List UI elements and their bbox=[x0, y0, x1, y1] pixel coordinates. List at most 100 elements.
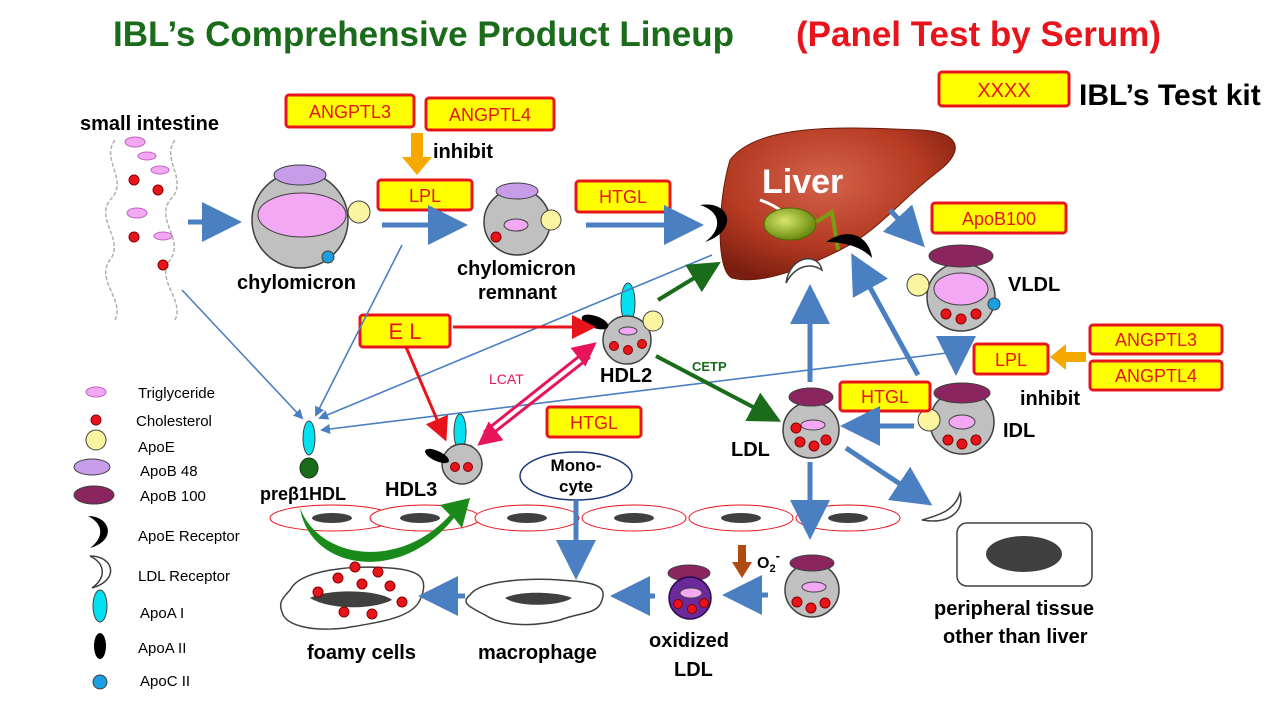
monocyte-label-1: Mono- bbox=[551, 456, 602, 475]
ldl-receptor-peripheral bbox=[921, 490, 962, 522]
kit-htgl-top: HTGL bbox=[574, 179, 672, 214]
svg-text:ANGPTL4: ANGPTL4 bbox=[1115, 366, 1197, 386]
legend-apoe-receptor-icon bbox=[88, 516, 108, 548]
inhibit-label-top: inhibit bbox=[433, 141, 493, 163]
legend-triglyceride-icon bbox=[85, 386, 107, 398]
vldl-label: VLDL bbox=[1008, 274, 1060, 296]
small-intestine bbox=[104, 139, 178, 321]
page-subtitle: (Panel Test by Serum) bbox=[796, 15, 1161, 54]
small-intestine-label: small intestine bbox=[80, 113, 219, 135]
arrows-green bbox=[655, 261, 782, 422]
vldl-particle bbox=[906, 244, 1001, 332]
kit-lpl-right: LPL bbox=[972, 342, 1050, 376]
legend-label: ApoA I bbox=[140, 605, 184, 622]
kit-apob100: ApoB100 bbox=[930, 201, 1068, 235]
ldl-particle bbox=[782, 387, 840, 459]
cetp-label: CETP bbox=[692, 359, 727, 374]
lcat-label: LCAT bbox=[489, 371, 524, 387]
legend-cholesterol-icon bbox=[90, 414, 102, 426]
chylomicron-remnant-label-1: chylomicron bbox=[457, 258, 576, 280]
foamy-cell bbox=[279, 561, 425, 630]
kit-angptl4-right: ANGPTL4 bbox=[1088, 359, 1224, 392]
legend-apob48-icon bbox=[73, 458, 111, 476]
svg-text:HTGL: HTGL bbox=[570, 413, 618, 433]
svg-text:ANGPTL3: ANGPTL3 bbox=[309, 102, 391, 122]
svg-text:ANGPTL3: ANGPTL3 bbox=[1115, 330, 1197, 350]
macrophage-cell bbox=[465, 578, 604, 626]
key-kit-box-label: XXXX bbox=[977, 80, 1030, 102]
kit-angptl3-top: ANGPTL3 bbox=[284, 93, 416, 129]
page-title: IBL’s Comprehensive Product Lineup bbox=[113, 15, 734, 54]
legend-label: ApoA II bbox=[138, 640, 186, 657]
legend-label: Cholesterol bbox=[136, 413, 212, 430]
key-kit-box: XXXX bbox=[937, 70, 1071, 108]
svg-text:HTGL: HTGL bbox=[599, 187, 647, 207]
arrows-blue-thin bbox=[181, 244, 956, 434]
kit-angptl4-top: ANGPTL4 bbox=[424, 96, 556, 132]
hdl3-particle bbox=[425, 413, 483, 485]
monocyte-label-2: cyte bbox=[559, 477, 593, 496]
arrow-green-prebeta-to-hdl3 bbox=[300, 498, 470, 562]
svg-text:LPL: LPL bbox=[995, 350, 1027, 370]
idl-particle bbox=[917, 382, 995, 455]
macrophage-label: macrophage bbox=[478, 642, 597, 664]
hdl2-particle bbox=[581, 282, 664, 365]
idl-label: IDL bbox=[1003, 420, 1035, 442]
apoe-receptor-liver-right bbox=[826, 234, 872, 258]
arrows-red bbox=[404, 315, 596, 442]
legend-label: ApoE Receptor bbox=[138, 528, 240, 545]
legend-label: LDL Receptor bbox=[138, 568, 230, 585]
inhibit-label-right: inhibit bbox=[1020, 388, 1080, 410]
legend-apoa1-icon bbox=[92, 589, 108, 623]
svg-text:ANGPTL4: ANGPTL4 bbox=[449, 105, 531, 125]
arrow-orange-inhibit-right bbox=[1050, 344, 1086, 370]
legend-apoe-icon bbox=[85, 429, 107, 451]
svg-text:HTGL: HTGL bbox=[861, 387, 909, 407]
ldl-receptor-liver bbox=[785, 258, 824, 284]
small-intestine-contents bbox=[124, 136, 173, 271]
legend-ldl-receptor-icon bbox=[89, 555, 112, 589]
svg-text:E L: E L bbox=[388, 319, 421, 344]
kit-htgl-ldl: HTGL bbox=[838, 380, 932, 413]
apoe-receptor-liver-left bbox=[700, 204, 728, 242]
oxidized-ldl-label-1: oxidized bbox=[649, 630, 729, 652]
legend-apob100-icon bbox=[73, 485, 115, 505]
chylomicron-remnant-particle bbox=[483, 182, 562, 256]
arrow-orange-inhibit-top bbox=[402, 133, 432, 175]
ldl-particle-lower bbox=[784, 554, 840, 618]
svg-text:ApoB100: ApoB100 bbox=[962, 209, 1036, 229]
prebeta1hdl-particle bbox=[299, 420, 319, 479]
peripheral-label-1: peripheral tissue bbox=[934, 598, 1094, 620]
o2-label: O2- bbox=[757, 548, 780, 575]
prebeta1hdl-label: preβ1HDL bbox=[260, 484, 346, 504]
kit-lpl-top: LPL bbox=[376, 178, 474, 212]
endothelial-layer bbox=[269, 504, 901, 532]
hdl2-label: HDL2 bbox=[600, 365, 652, 387]
legend-apoa2-icon bbox=[94, 633, 106, 659]
arrows-pink bbox=[477, 342, 597, 446]
kit-angptl3-right: ANGPTL3 bbox=[1088, 323, 1224, 356]
oxidized-ldl-particle bbox=[667, 564, 712, 620]
chylomicron-label: chylomicron bbox=[237, 272, 356, 294]
svg-text:LPL: LPL bbox=[409, 186, 441, 206]
arrows-blue-thick bbox=[188, 202, 976, 616]
peripheral-label-2: other than liver bbox=[943, 626, 1088, 648]
liver-label: Liver bbox=[762, 163, 843, 201]
legend-label: ApoB 100 bbox=[140, 488, 206, 505]
legend-apoc2-icon bbox=[92, 674, 108, 690]
legend-label: ApoB 48 bbox=[140, 463, 198, 480]
peripheral-tissue-cell bbox=[956, 522, 1093, 587]
arrow-brown-o2 bbox=[732, 545, 752, 578]
oxidized-ldl-label-2: LDL bbox=[674, 659, 713, 681]
legend: Triglyceride Cholesterol ApoE ApoB 48 Ap… bbox=[73, 385, 240, 690]
legend-label: ApoC II bbox=[140, 673, 190, 690]
key-label: IBL’s Test kit bbox=[1079, 79, 1261, 112]
chylomicron-particle bbox=[251, 164, 371, 269]
legend-label: Triglyceride bbox=[138, 385, 215, 402]
hdl3-label: HDL3 bbox=[385, 479, 437, 501]
kit-htgl-mid: HTGL bbox=[545, 405, 643, 439]
legend-label: ApoE bbox=[138, 439, 175, 456]
kit-el: E L bbox=[358, 313, 452, 349]
chylomicron-remnant-label-2: remnant bbox=[478, 282, 557, 304]
